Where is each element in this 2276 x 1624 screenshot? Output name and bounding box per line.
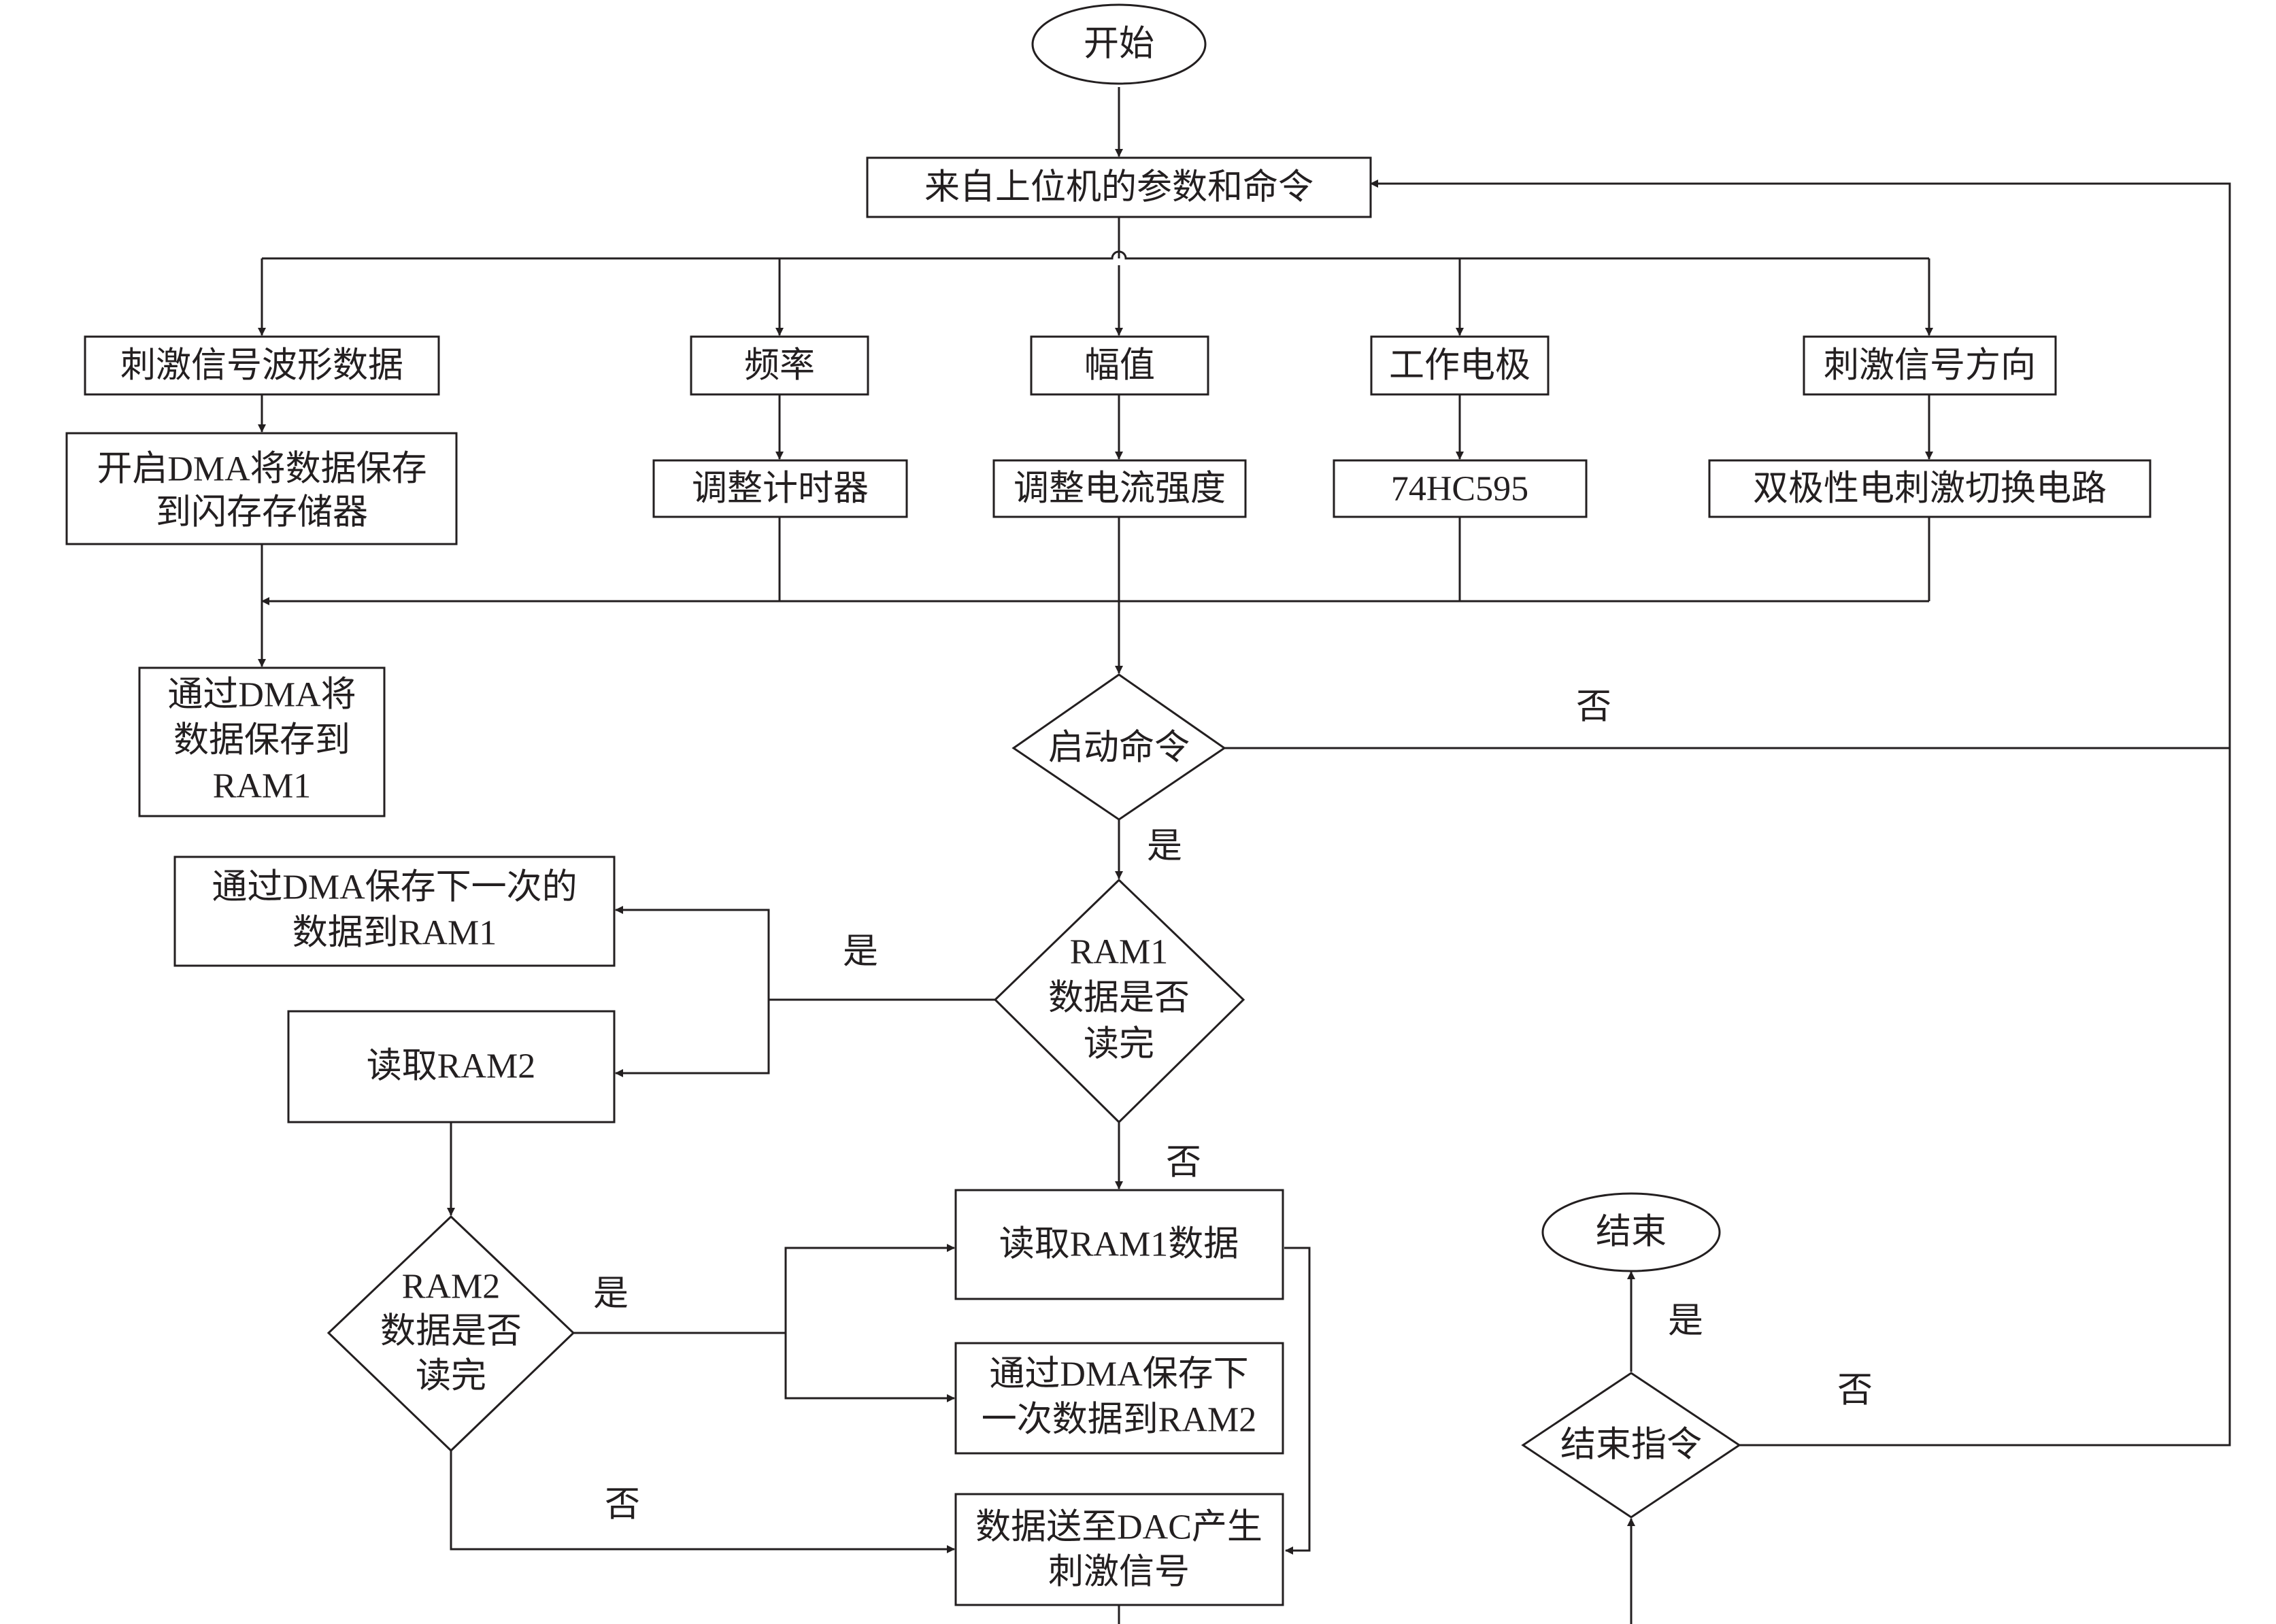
ram1-check-label-line1: RAM1 bbox=[1070, 933, 1168, 972]
edge-ram1-yes-nextram1 bbox=[615, 906, 770, 1000]
node-read-ram1: 读取RAM1数据 bbox=[954, 1189, 1284, 1300]
ram2-check-label-line2: 数据是否 bbox=[380, 1313, 522, 1351]
node-ram1-check: RAM1 数据是否 读完 bbox=[993, 878, 1245, 1124]
connectors bbox=[258, 87, 2231, 1624]
node-end-command: 结束指令 bbox=[1521, 1372, 1741, 1519]
node-dma-ram1: 通过DMA将 数据保存到 RAM1 bbox=[138, 666, 386, 817]
ram1-check-label-line3: 读完 bbox=[1084, 1026, 1154, 1064]
node-params: 来自上位机的参数和命令 bbox=[866, 156, 1372, 218]
current-label: 调整电流强度 bbox=[1014, 470, 1226, 509]
node-bipolar: 双极性电刺激切换电路 bbox=[1708, 459, 2152, 518]
end-label: 结束 bbox=[1596, 1213, 1667, 1252]
start-no-label: 否 bbox=[1576, 688, 1611, 727]
start-label: 开始 bbox=[1084, 25, 1154, 64]
dma-ram1-label-line2: 数据保存到 bbox=[173, 722, 350, 760]
start-command-label: 启动命令 bbox=[1048, 728, 1190, 768]
ram1-no-label: 否 bbox=[1166, 1144, 1201, 1183]
dma-flash-label-line1: 开启DMA将数据保存 bbox=[97, 450, 426, 489]
dma-flash-label-line2: 到闪存存储器 bbox=[156, 494, 368, 532]
frequency-label: 频率 bbox=[744, 347, 815, 386]
node-electrode: 工作电极 bbox=[1370, 335, 1550, 396]
edge-startcmd-no-loop bbox=[1224, 180, 2231, 749]
dma-ram1-label-line3: RAM1 bbox=[213, 767, 311, 806]
distribution-bus bbox=[262, 250, 1929, 260]
next-ram1-label-line2: 数据到RAM1 bbox=[292, 914, 497, 953]
node-current: 调整电流强度 bbox=[992, 459, 1247, 518]
node-amplitude: 幅值 bbox=[1030, 335, 1209, 396]
edge-ram1-yes-readram2 bbox=[615, 1000, 770, 1077]
node-read-ram2: 读取RAM2 bbox=[287, 1010, 616, 1123]
node-next-ram1: 通过DMA保存下一次的 数据到RAM1 bbox=[173, 856, 616, 967]
edge-readram1-dac bbox=[1284, 1247, 1311, 1555]
read-ram2-label: 读取RAM2 bbox=[367, 1047, 535, 1086]
amplitude-label: 幅值 bbox=[1084, 347, 1155, 386]
node-next-ram2: 通过DMA保存下 一次数据到RAM2 bbox=[954, 1342, 1284, 1455]
dma-ram1-label-line1: 通过DMA将 bbox=[167, 676, 356, 715]
ram1-yes-label: 是 bbox=[843, 933, 878, 972]
chip-label: 74HC595 bbox=[1391, 470, 1528, 509]
node-start-command: 启动命令 bbox=[1011, 673, 1226, 821]
start-yes-label: 是 bbox=[1147, 828, 1182, 866]
node-dac: 数据送至DAC产生 刺激信号 bbox=[954, 1493, 1284, 1606]
end-yes-label: 是 bbox=[1668, 1302, 1703, 1341]
end-command-label: 结束指令 bbox=[1560, 1426, 1702, 1465]
direction-label: 刺激信号方向 bbox=[1824, 347, 2036, 386]
ram2-yes-label: 是 bbox=[593, 1275, 629, 1314]
timer-label: 调整计时器 bbox=[692, 470, 869, 509]
params-label: 来自上位机的参数和命令 bbox=[924, 168, 1313, 207]
node-frequency: 频率 bbox=[690, 335, 869, 396]
node-waveform: 刺激信号波形数据 bbox=[84, 335, 440, 396]
node-end: 结束 bbox=[1541, 1192, 1721, 1272]
ram2-check-label-line3: 读完 bbox=[416, 1357, 486, 1396]
ram2-check-label-line1: RAM2 bbox=[402, 1268, 500, 1306]
electrode-label: 工作电极 bbox=[1389, 347, 1530, 386]
read-ram1-label: 读取RAM1数据 bbox=[999, 1225, 1239, 1264]
waveform-label: 刺激信号波形数据 bbox=[120, 347, 403, 386]
end-no-label: 否 bbox=[1837, 1372, 1873, 1410]
edge-dac-endcmd bbox=[1118, 1518, 1635, 1624]
next-ram2-label-line1: 通过DMA保存下 bbox=[989, 1355, 1248, 1394]
node-timer: 调整计时器 bbox=[652, 459, 908, 518]
dac-label-line1: 数据送至DAC产生 bbox=[975, 1508, 1262, 1547]
bipolar-label: 双极性电刺激切换电路 bbox=[1753, 470, 2107, 509]
ram2-no-label: 否 bbox=[605, 1486, 640, 1525]
next-ram2-label-line2: 一次数据到RAM2 bbox=[982, 1401, 1256, 1440]
dac-label-line2: 刺激信号 bbox=[1048, 1553, 1190, 1592]
node-start: 开始 bbox=[1031, 3, 1207, 85]
node-ram2-check: RAM2 数据是否 读完 bbox=[327, 1215, 575, 1453]
edge-ram2-yes-readram1 bbox=[784, 1244, 955, 1333]
edge-ram2-no-dac bbox=[450, 1451, 955, 1553]
edge-ram2-yes-nextram2 bbox=[784, 1333, 955, 1402]
node-direction: 刺激信号方向 bbox=[1803, 335, 2057, 396]
next-ram1-label-line1: 通过DMA保存下一次的 bbox=[212, 868, 577, 907]
node-chip: 74HC595 bbox=[1333, 459, 1588, 518]
edge-endcmd-no-loop bbox=[1739, 748, 2231, 1447]
ram1-check-label-line2: 数据是否 bbox=[1048, 979, 1190, 1018]
node-dma-flash: 开启DMA将数据保存 到闪存存储器 bbox=[65, 432, 458, 545]
